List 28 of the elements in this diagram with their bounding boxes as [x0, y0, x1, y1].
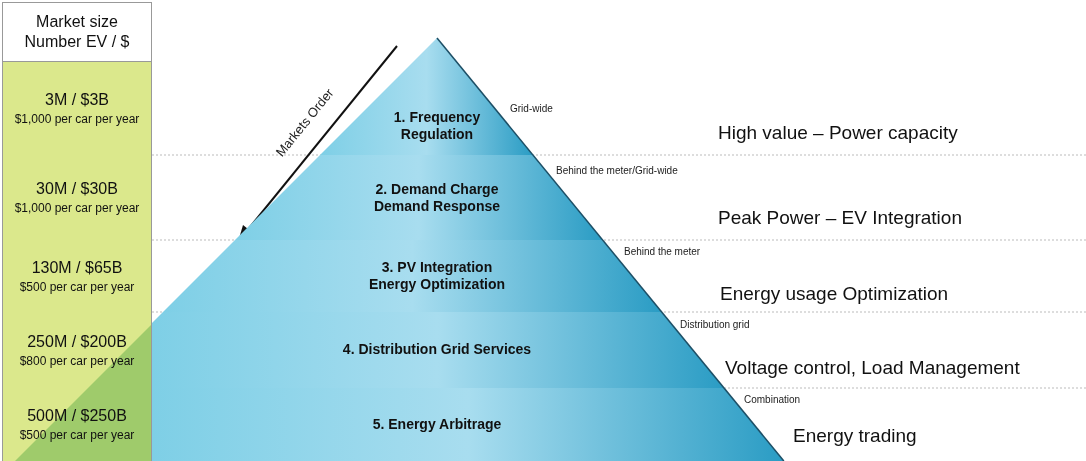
per-car-value: $1,000 per car per year — [14, 201, 140, 215]
value-label: Peak Power – EV Integration — [718, 207, 962, 229]
per-car-value: $800 per car per year — [19, 353, 135, 368]
scope-label: Behind the meter — [624, 246, 701, 257]
tier-title: 3. PV Integration Energy Optimization — [367, 259, 507, 293]
value-label: High value – Power capacity — [718, 122, 958, 144]
scope-label: Distribution grid — [680, 319, 750, 330]
tier-title: 5. Energy Arbitrage — [371, 415, 503, 433]
tier-title: 2. Demand Charge Demand Response — [372, 180, 501, 215]
market-size-value: 130M / $65B — [31, 258, 123, 277]
market-size-value: 3M / $3B — [45, 91, 109, 109]
tier-title: 4. Distribution Grid Services — [341, 341, 533, 358]
market-size-value: 250M / $200B — [27, 332, 127, 351]
value-label: Energy trading — [793, 425, 917, 447]
per-car-value: $500 per car per year — [19, 279, 135, 294]
per-car-value: $500 per car per year — [19, 428, 135, 442]
market-size-value: 500M / $250B — [27, 407, 127, 425]
pyramid-tier — [235, 155, 603, 240]
value-label: Voltage control, Load Management — [725, 357, 1020, 379]
market-size-value: 30M / $30B — [36, 180, 118, 198]
scope-label: Grid-wide — [510, 103, 553, 114]
column-header: Market size Number EV / $ — [23, 12, 131, 52]
scope-label: Combination — [744, 394, 801, 405]
value-label: Energy usage Optimization — [720, 283, 949, 305]
scope-label: Behind the meter/Grid-wide — [556, 165, 678, 176]
tier-title: 1. Frequency Regulation — [392, 108, 482, 143]
header-cell — [2, 2, 152, 62]
per-car-value: $1,000 per car per year — [14, 112, 140, 126]
